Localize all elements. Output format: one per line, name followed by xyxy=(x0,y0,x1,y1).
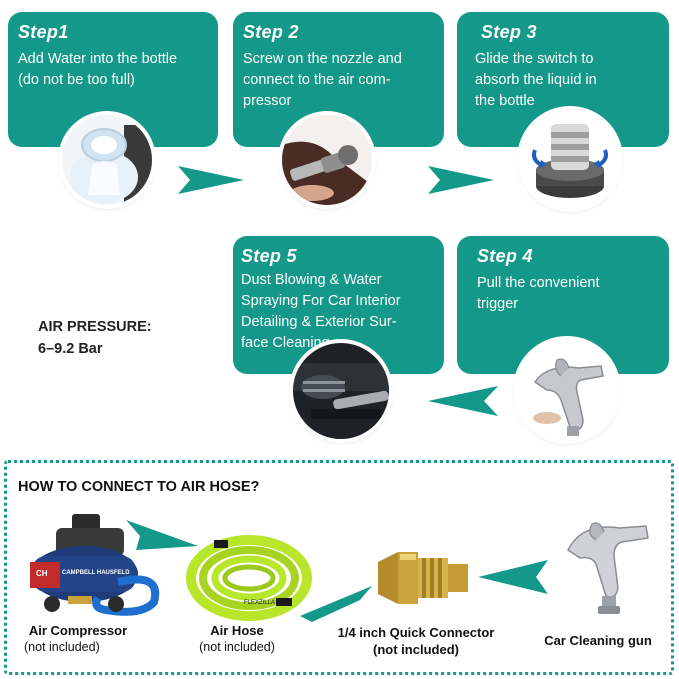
label-quick-connector: 1/4 inch Quick Connector (not included) xyxy=(330,624,502,658)
label-air-hose-note: (not included) xyxy=(199,640,275,654)
step-5-line-3: Detailing & Exterior Sur- xyxy=(241,314,397,330)
step-3-title: Step 3 xyxy=(481,22,537,42)
step-5-line-1: Dust Blowing & Water xyxy=(241,272,382,288)
label-air-compressor-note: (not included) xyxy=(24,640,100,654)
quick-connector-image xyxy=(376,540,472,621)
campbell-logo-text: CAMPBELL HAUSFELD xyxy=(62,570,130,576)
svg-text:CH: CH xyxy=(36,569,48,578)
arrow-left-3 xyxy=(428,386,498,421)
step-5-line-4: face Cleaning xyxy=(241,335,330,351)
arrow-gun-to-connector xyxy=(478,560,548,599)
step-5-title: Step 5 xyxy=(241,246,297,266)
connect-section-border xyxy=(4,460,674,675)
label-air-compressor: Air Compressor (not included) xyxy=(16,622,140,656)
step-1-title: Step1 xyxy=(18,22,69,42)
label-quick-connector-note: (not included) xyxy=(373,642,459,657)
label-car-cleaning-gun-name: Car Cleaning gun xyxy=(544,633,652,648)
label-quick-connector-name: 1/4 inch Quick Connector xyxy=(337,625,495,640)
step-1-line-2: (do not be too full) xyxy=(18,72,135,88)
arrow-right-1 xyxy=(178,166,244,199)
step-2-nozzle-image xyxy=(282,115,372,205)
step-4-line-1: Pull the convenient xyxy=(477,275,600,291)
label-car-cleaning-gun: Car Cleaning gun xyxy=(538,632,658,649)
air-pressure-info: AIR PRESSURE: 6–9.2 Bar xyxy=(38,316,152,360)
step-2-title: Step 2 xyxy=(243,22,299,42)
svg-text:FLEXZILLA: FLEXZILLA xyxy=(244,600,275,606)
air-pressure-label: AIR PRESSURE: xyxy=(38,319,152,335)
arrow-connector-to-hose xyxy=(300,586,372,627)
step-3-line-1: Glide the switch to xyxy=(475,51,594,67)
step-3-switch-image xyxy=(521,110,619,208)
arrow-right-2 xyxy=(428,166,494,199)
step-1-line-1: Add Water into the bottle xyxy=(18,51,178,67)
step-2-line-1: Screw on the nozzle and xyxy=(243,51,402,67)
air-pressure-value: 6–9.2 Bar xyxy=(38,341,103,357)
arrow-compressor-to-hose xyxy=(126,516,198,555)
air-compressor-image: CH CAMPBELL HAUSFELD xyxy=(22,512,162,625)
label-air-hose-name: Air Hose xyxy=(210,623,264,638)
step-4-trigger-image xyxy=(517,340,617,440)
label-air-hose: Air Hose (not included) xyxy=(180,622,294,656)
car-cleaning-gun-image xyxy=(556,516,652,621)
step-5-car-interior-image xyxy=(293,343,389,439)
step-3-line-2: absorb the liquid in xyxy=(475,72,597,88)
step-4-line-2: trigger xyxy=(477,296,519,312)
step-5-line-2: Spraying For Car Interior xyxy=(241,293,401,309)
step-1-bottle-image xyxy=(62,115,152,205)
step-2-line-3: pressor xyxy=(243,93,292,109)
connect-section-title: HOW TO CONNECT TO AIR HOSE? xyxy=(18,479,260,495)
label-air-compressor-name: Air Compressor xyxy=(28,623,128,638)
air-hose-image: FLEXZILLA xyxy=(186,528,312,629)
step-2-line-2: connect to the air com- xyxy=(243,72,391,88)
step-3-line-3: the bottle xyxy=(475,93,535,109)
step-4-title: Step 4 xyxy=(477,246,533,266)
